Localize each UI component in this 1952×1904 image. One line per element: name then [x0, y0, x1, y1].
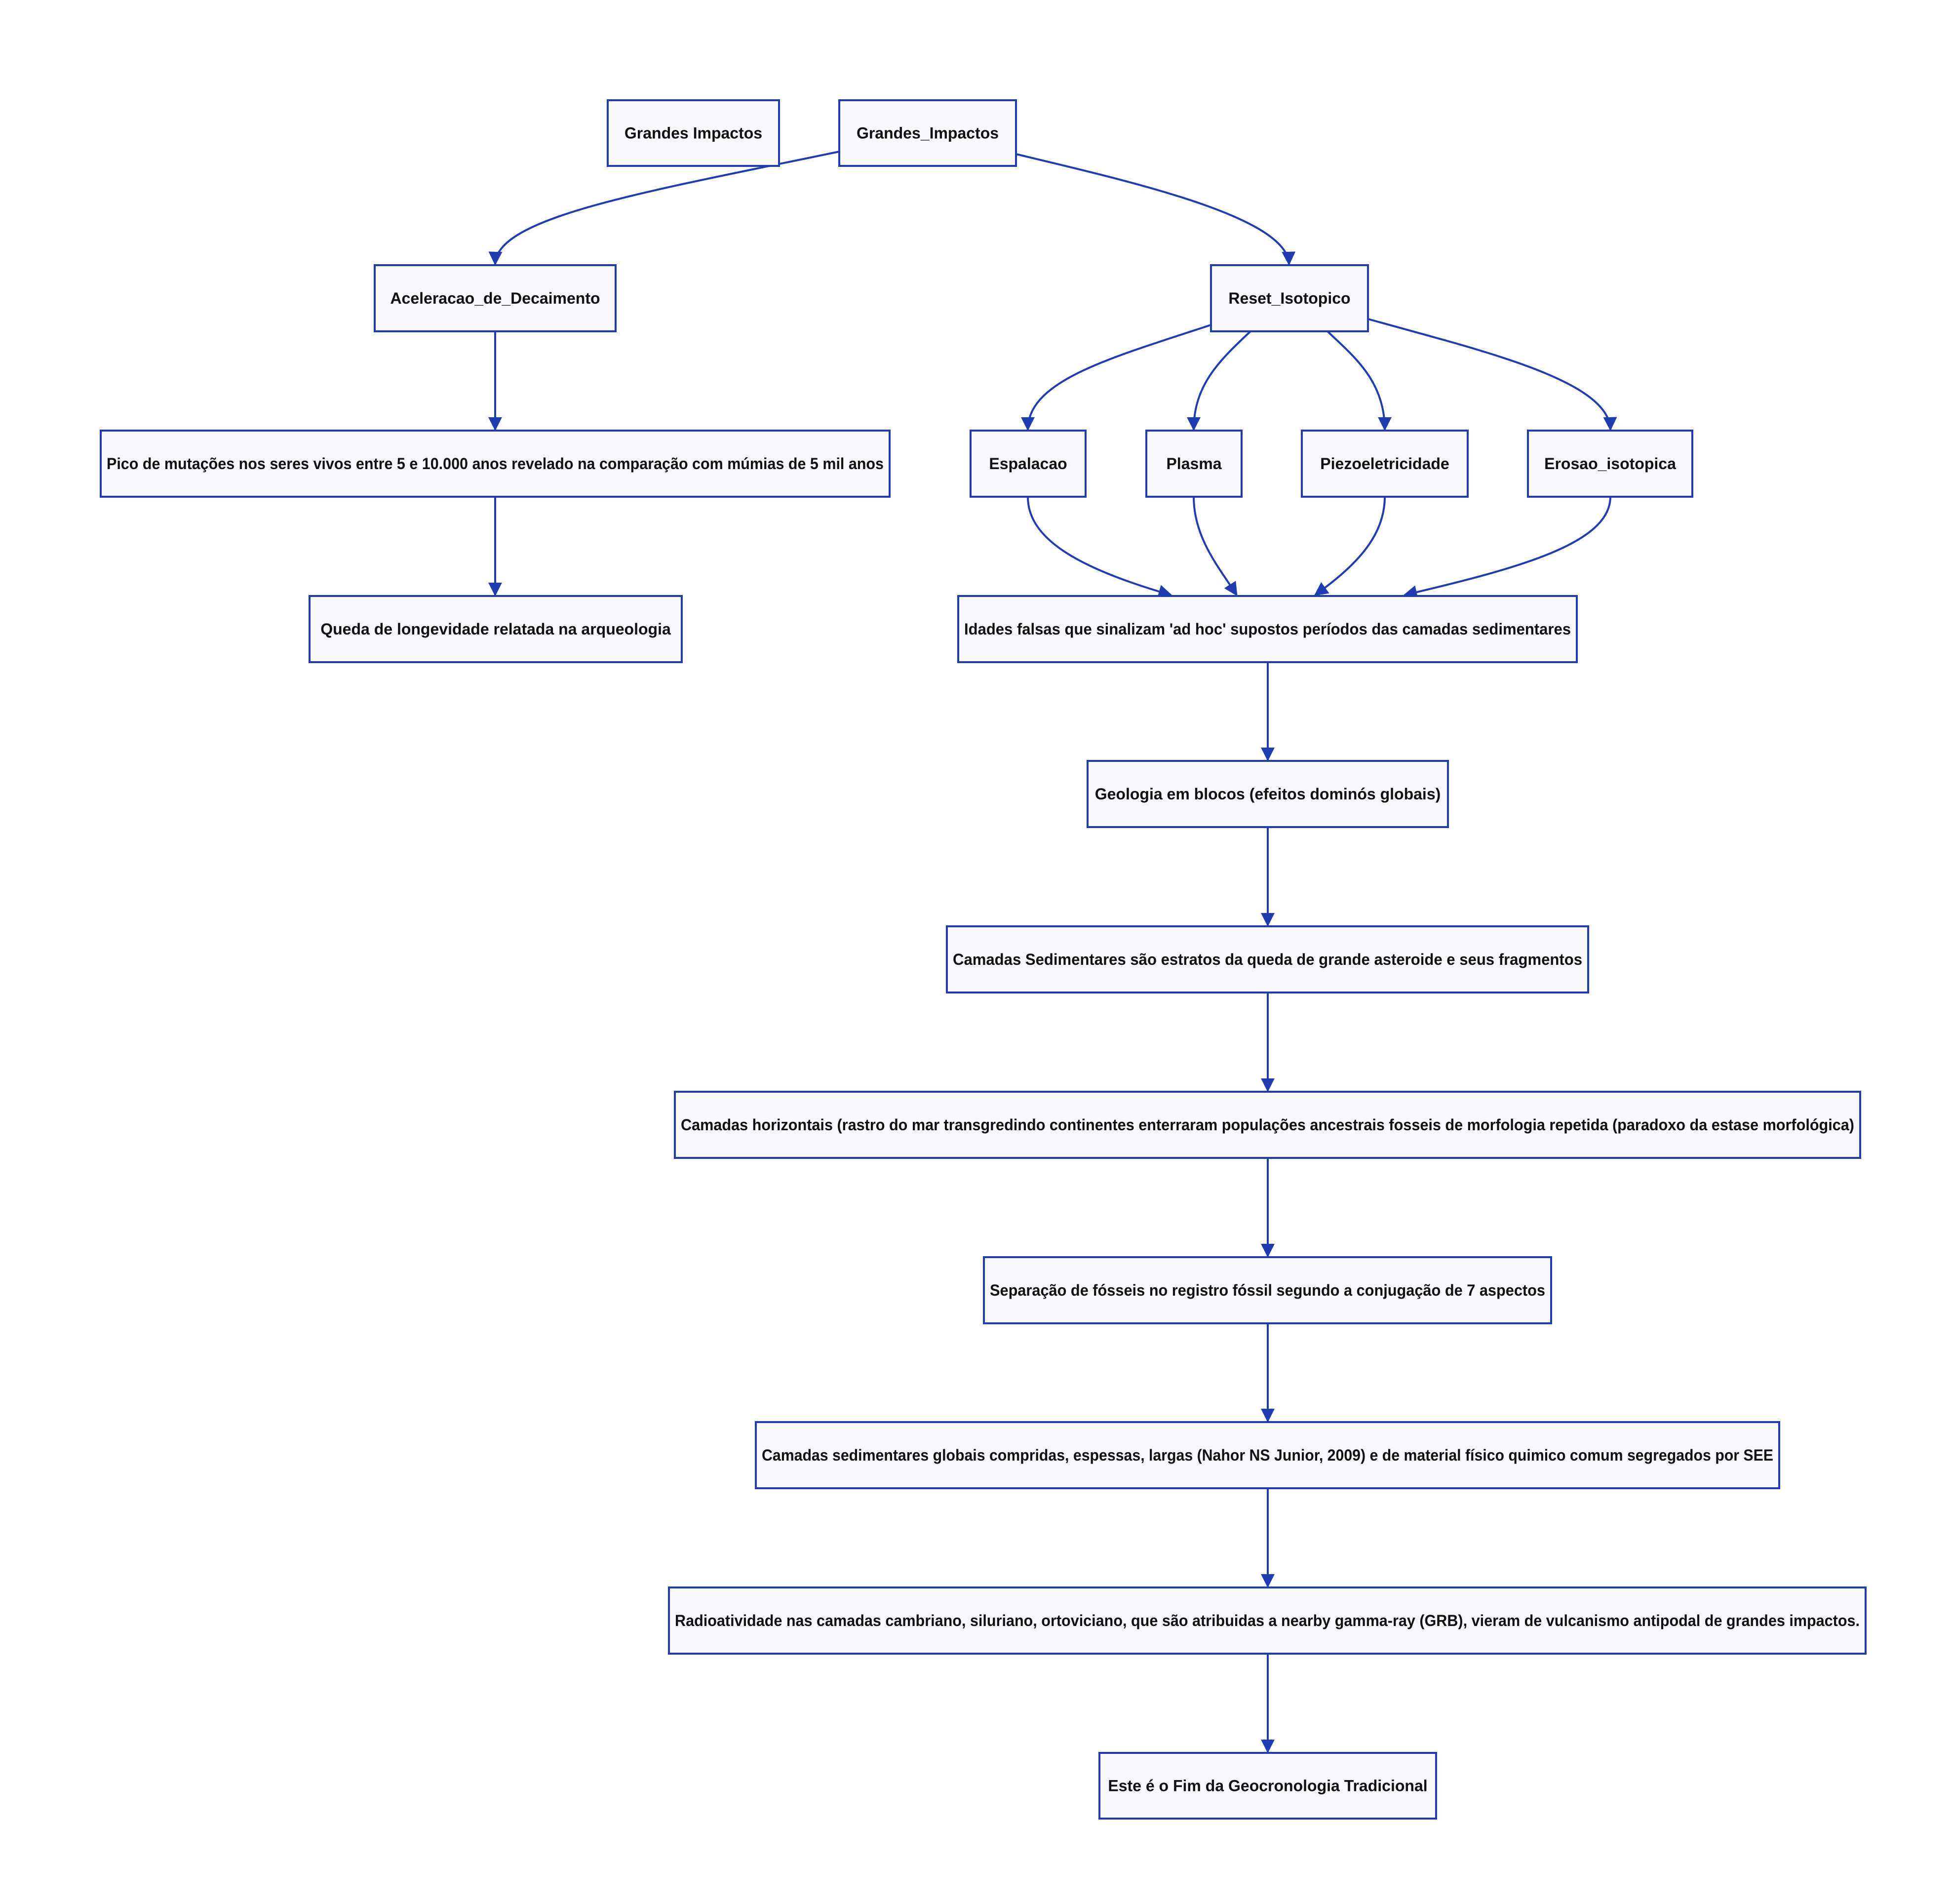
node-label: Aceleracao_de_Decaimento [390, 289, 600, 307]
node-pico: Pico de mutações nos seres vivos entre 5… [100, 430, 891, 498]
node-box [1210, 264, 1369, 332]
node-label: Queda de longevidade relatada na arqueol… [320, 620, 671, 638]
node-piezo: Piezoeletricidade [1301, 430, 1469, 498]
edge-reset-to-plasma [1187, 330, 1251, 431]
node-box [838, 99, 1017, 167]
node-box [668, 1587, 1867, 1655]
edge-erosao-to-idades [1403, 496, 1611, 599]
node-erosao: Erosao_isotopica [1527, 430, 1693, 498]
node-label: Camadas horizontais (rastro do mar trans… [681, 1116, 1854, 1134]
node-box [674, 1091, 1861, 1159]
node-label: Piezoeletricidade [1320, 455, 1449, 473]
node-separacao: Separação de fósseis no registro fóssil … [983, 1256, 1552, 1324]
node-plasma: Plasma [1145, 430, 1243, 498]
node-label: Idades falsas que sinalizam 'ad hoc' sup… [964, 620, 1571, 638]
node-label: Geologia em blocos (efeitos dominós glob… [1095, 785, 1441, 803]
node-label: Grandes_Impactos [857, 124, 999, 142]
node-box [1145, 430, 1243, 498]
node-box [957, 595, 1578, 663]
node-fim: Este é o Fim da Geocronologia Tradiciona… [1098, 1752, 1437, 1820]
node-box [755, 1421, 1780, 1489]
node-label: Pico de mutações nos seres vivos entre 5… [107, 455, 884, 473]
node-box [607, 99, 780, 167]
nodes-layer: Grandes Impactos Grandes_ImpactosAcelerac… [100, 99, 1867, 1820]
edge-piezo-to-idades [1314, 496, 1386, 596]
node-label: Camadas Sedimentares são estratos da que… [953, 951, 1582, 968]
node-grandes-impactos: Grandes_Impactos [838, 99, 1017, 167]
node-box [1087, 760, 1449, 828]
node-label: Camadas sedimentares globais compridas, … [762, 1446, 1773, 1464]
node-radio: Radioatividade nas camadas cambriano, si… [668, 1587, 1867, 1655]
node-label: Plasma [1166, 455, 1221, 473]
edge-reset-to-espalacao [1021, 324, 1211, 431]
node-box [1098, 1752, 1437, 1820]
node-label: Erosao_isotopica [1544, 455, 1676, 473]
node-box [1527, 430, 1693, 498]
node-label: Separação de fósseis no registro fóssil … [990, 1281, 1545, 1299]
node-label: Reset_Isotopico [1228, 289, 1350, 307]
edge-espalacao-to-idades [1027, 496, 1172, 598]
edge-plasma-to-idades [1193, 496, 1238, 596]
edge-grandes-impactos-to-reset [1015, 153, 1296, 266]
node-camadas-hor: Camadas horizontais (rastro do mar trans… [674, 1091, 1861, 1159]
node-grandes-impactos-label: Grandes Impactos [607, 99, 780, 167]
node-box [970, 430, 1087, 498]
node-espalacao: Espalacao [970, 430, 1087, 498]
node-box [946, 925, 1589, 993]
node-reset: Reset_Isotopico [1210, 264, 1369, 332]
edge-grandes-impactos-to-aceleracao [488, 151, 840, 266]
node-box [374, 264, 617, 332]
node-label: Grandes Impactos [625, 124, 762, 142]
node-idades: Idades falsas que sinalizam 'ad hoc' sup… [957, 595, 1578, 663]
node-box [309, 595, 683, 663]
node-aceleracao: Aceleracao_de_Decaimento [374, 264, 617, 332]
node-queda: Queda de longevidade relatada na arqueol… [309, 595, 683, 663]
node-box [1301, 430, 1469, 498]
node-camadas-glob: Camadas sedimentares globais compridas, … [755, 1421, 1780, 1489]
edge-reset-to-piezo [1327, 330, 1392, 431]
node-camadas-sed: Camadas Sedimentares são estratos da que… [946, 925, 1589, 993]
node-geologia: Geologia em blocos (efeitos dominós glob… [1087, 760, 1449, 828]
node-label: Radioatividade nas camadas cambriano, si… [675, 1612, 1860, 1629]
node-box [100, 430, 891, 498]
node-box [983, 1256, 1552, 1324]
edges-layer [488, 151, 1617, 1753]
edge-reset-to-erosao [1367, 318, 1617, 431]
node-label: Espalacao [989, 455, 1067, 473]
node-label: Este é o Fim da Geocronologia Tradiciona… [1108, 1777, 1427, 1795]
